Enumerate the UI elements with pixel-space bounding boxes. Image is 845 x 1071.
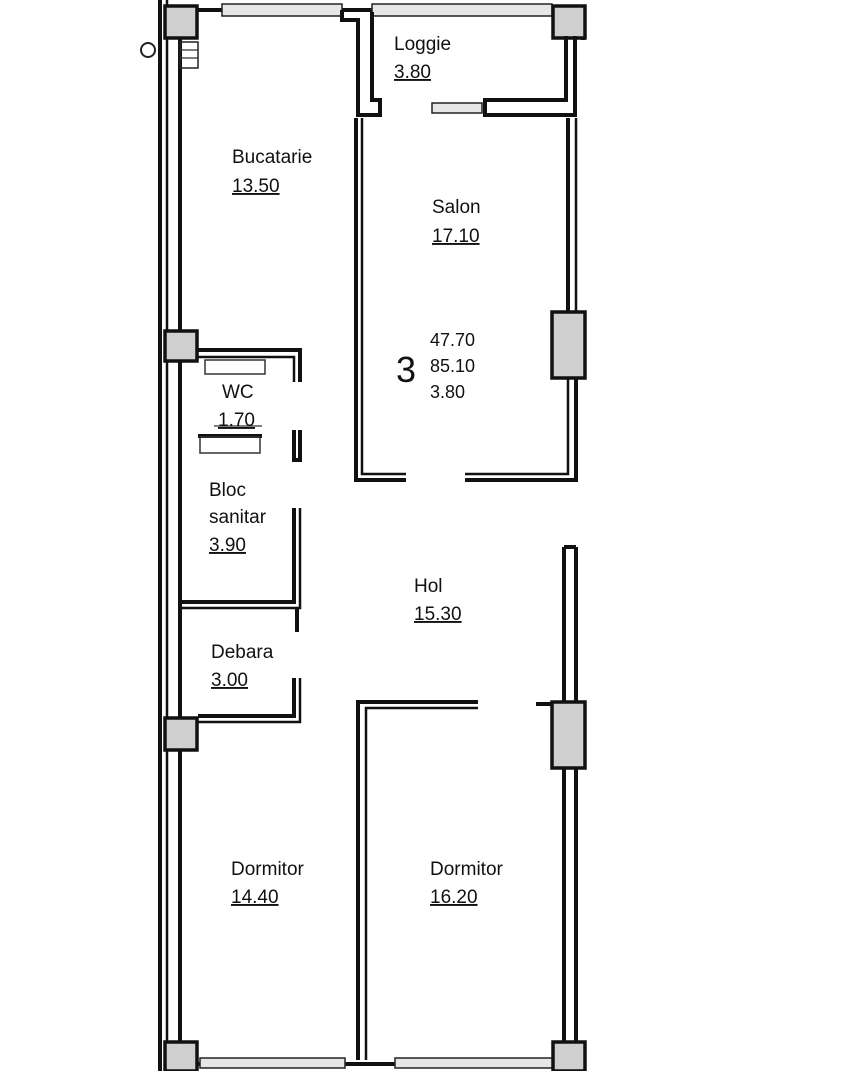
column [163, 716, 199, 752]
column [551, 4, 587, 40]
window-bottom-right [394, 1057, 556, 1069]
room-name-debara: Debara [211, 642, 274, 663]
room-area-salon: 17.10 [432, 226, 480, 247]
bedroom-walls [356, 700, 552, 1060]
room-name-salon: Salon [432, 197, 481, 218]
room-area-loggie: 3.80 [394, 62, 431, 83]
room-name-dormitor-2: Dormitor [430, 859, 504, 880]
total-loggia-area: 3.80 [430, 382, 465, 402]
column [163, 1040, 199, 1071]
room-name-bloc-line1: Bloc [209, 480, 246, 501]
room-name-loggie: Loggie [394, 34, 451, 55]
apartment-number: 3 [396, 349, 416, 390]
room-area-dormitor-2: 16.20 [430, 887, 478, 908]
column [551, 1040, 587, 1071]
outer-walls [158, 0, 585, 1071]
window-top-loggie [371, 3, 553, 17]
column [163, 4, 199, 40]
wc-fixture [204, 359, 266, 375]
room-area-wc: 1.70 [218, 410, 255, 431]
room-name-bloc-line2: sanitar [209, 507, 267, 528]
loggie-walls [340, 10, 577, 117]
room-name-hol: Hol [414, 576, 443, 597]
window-bottom-left [199, 1057, 346, 1069]
room-area-bucatarie: 13.50 [232, 176, 280, 197]
room-area-debara: 3.00 [211, 670, 248, 691]
ventilation-symbol [140, 41, 199, 69]
wc-fixture [199, 436, 261, 454]
room-area-dormitor-1: 14.40 [231, 887, 279, 908]
room-name-dormitor-1: Dormitor [231, 859, 305, 880]
room-name-bucatarie: Bucatarie [232, 147, 312, 168]
column [550, 700, 587, 770]
room-area-hol: 15.30 [414, 604, 462, 625]
debara-walls [198, 678, 302, 724]
total-living-area: 47.70 [430, 330, 475, 350]
right-wall-lower [562, 545, 578, 1042]
room-name-wc: WC [222, 382, 254, 403]
wc-walls [198, 348, 302, 462]
salon-walls [354, 118, 578, 482]
column [550, 310, 587, 380]
room-area-bloc: 3.90 [209, 535, 246, 556]
loggie-door [431, 102, 483, 114]
window-top-kitchen [221, 3, 343, 17]
column [163, 329, 199, 363]
total-area: 85.10 [430, 356, 475, 376]
bloc-sanitar-walls [182, 508, 302, 632]
